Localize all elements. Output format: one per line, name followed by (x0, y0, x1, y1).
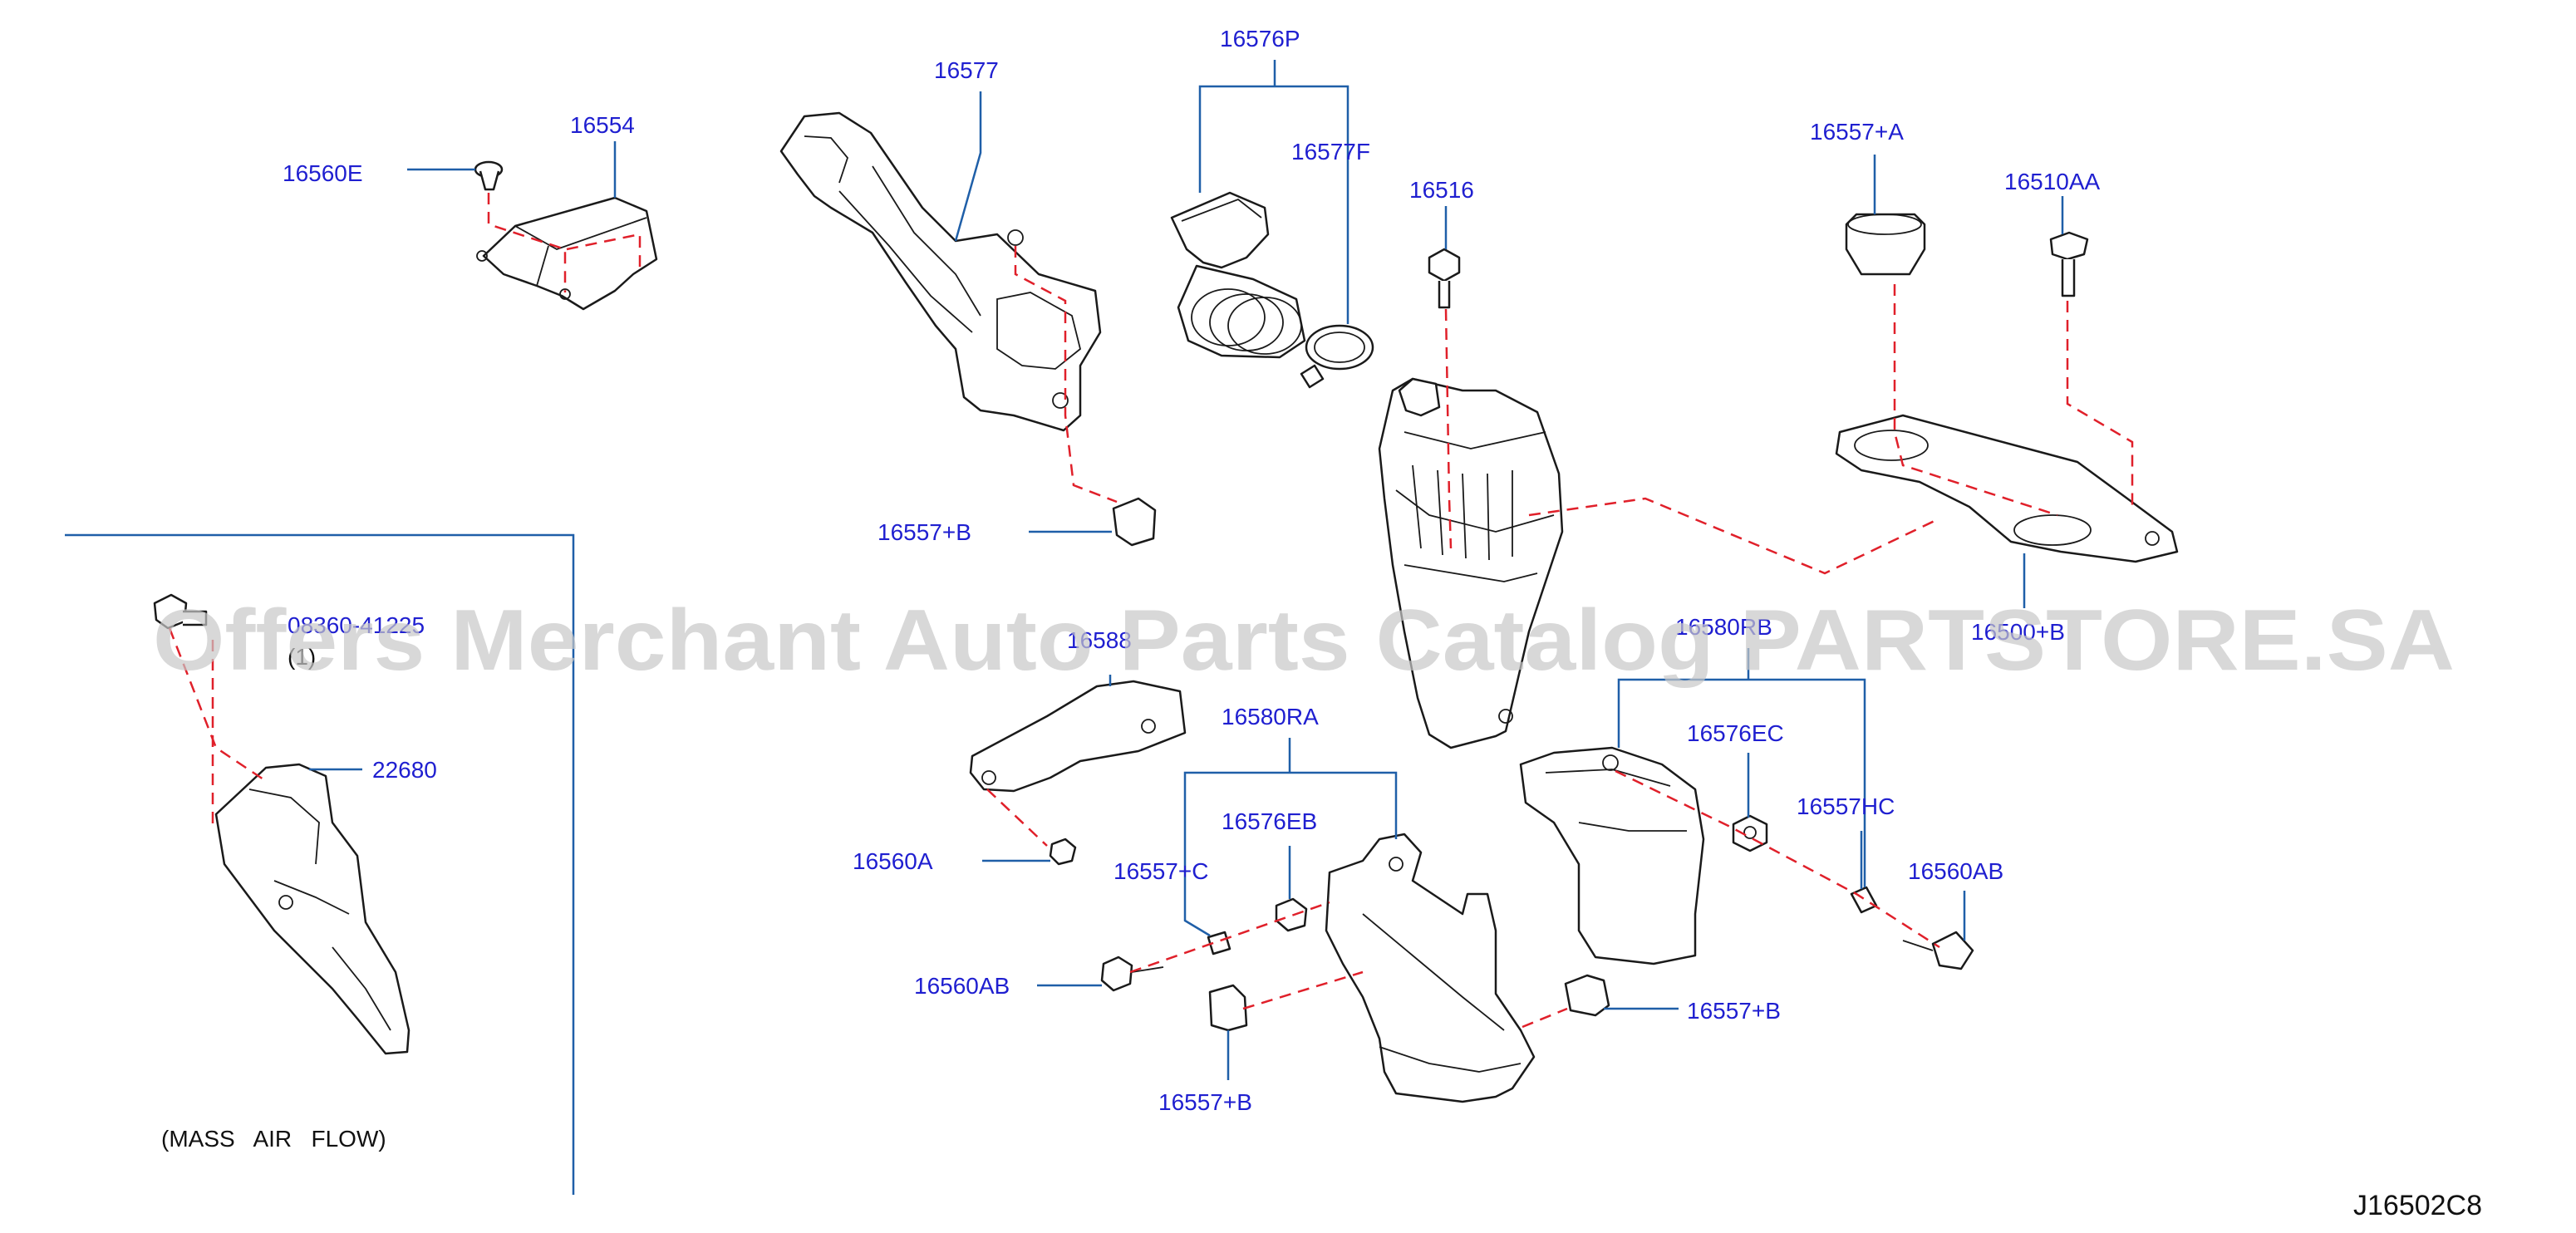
label-08360-qty: (1) (288, 644, 316, 670)
label-16554: 16554 (570, 112, 635, 138)
watermark: Offers Merchant Auto Parts Catalog PARTS… (153, 592, 2455, 689)
inset-caption: (MASS AIR FLOW) (161, 1126, 386, 1152)
collar-part-16557HC (1850, 886, 1878, 914)
label-08360: 08360-41225 (288, 612, 425, 638)
clamp-part-16577F (1300, 324, 1374, 389)
label-16560E: 16560E (283, 160, 363, 186)
label-16560A: 16560A (853, 848, 933, 874)
label-16577F: 16577F (1291, 139, 1370, 165)
bolt-part-16560AB-left (1100, 955, 1164, 992)
label-16580RA: 16580RA (1222, 704, 1319, 729)
duct-part-16580RB (1519, 746, 1705, 965)
hose-part-16576P (1170, 191, 1306, 359)
collar-part-16557C (1207, 931, 1231, 955)
label-16510AA: 16510AA (2004, 169, 2101, 194)
assembly-guides (168, 193, 2134, 1029)
label-16560AB-left: 16560AB (914, 973, 1010, 999)
leader-lines (309, 60, 2064, 1080)
grommet-part-16557A (1845, 213, 1926, 276)
clip-part-16560E (474, 160, 504, 191)
label-16557HC: 16557HC (1797, 793, 1895, 819)
diagram-code: J16502C8 (2353, 1190, 2482, 1221)
bolt-part-16510AA (2049, 231, 2089, 297)
label-16577: 16577 (934, 57, 999, 83)
label-22680: 22680 (372, 757, 437, 783)
bolt-part-16516 (1428, 248, 1461, 309)
bolt-part-16560AB-right (1902, 931, 1974, 970)
bolt-part-16560A (1049, 838, 1077, 866)
label-16576EC: 16576EC (1687, 720, 1784, 746)
grommet-part-16557B-top (1112, 497, 1157, 547)
label-16557C: 16557+C (1113, 858, 1208, 884)
grommet-part-16557B-bottom (1208, 984, 1248, 1032)
bolt-part-08360 (153, 593, 208, 630)
label-16500B: 16500+B (1971, 619, 2065, 645)
label-16557B-top: 16557+B (878, 519, 971, 545)
bracket-part-16500B (1835, 414, 2179, 563)
label-16588: 16588 (1067, 627, 1132, 653)
nut-part-16576EC (1732, 814, 1768, 852)
label-16557B-right: 16557+B (1687, 998, 1781, 1024)
nut-part-16576EB (1275, 897, 1308, 932)
cover-part-16554 (476, 196, 658, 311)
label-16576P: 16576P (1220, 26, 1300, 52)
inset-frame (65, 533, 575, 1195)
duct-part-16577 (779, 111, 1102, 432)
sensor-part-22680 (214, 763, 410, 1055)
label-16576EB: 16576EB (1222, 808, 1317, 834)
label-16560AB-right: 16560AB (1908, 858, 2003, 884)
air-cleaner-body (1378, 377, 1564, 749)
bracket-part-16588 (969, 680, 1187, 793)
label-16557A: 16557+A (1810, 119, 1904, 145)
grommet-part-16557B-right (1564, 974, 1610, 1017)
label-16516: 16516 (1409, 177, 1474, 203)
label-16557B-bottom: 16557+B (1158, 1089, 1252, 1115)
label-16580RB: 16580RB (1675, 614, 1772, 640)
duct-part-16580RA (1325, 833, 1536, 1103)
